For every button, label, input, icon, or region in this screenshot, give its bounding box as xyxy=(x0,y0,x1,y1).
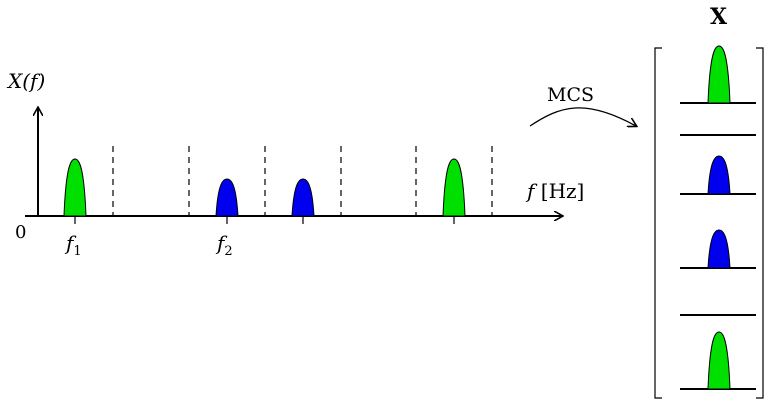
origin-label: 0 xyxy=(15,222,26,243)
matrix-left-bracket xyxy=(654,47,662,399)
mcs-label: MCS xyxy=(547,84,594,106)
tick-label-f2: f2 xyxy=(215,231,233,259)
x-axis-label: f [Hz] xyxy=(525,179,584,203)
mcs-arrow xyxy=(529,107,636,126)
matrix-row-bump-green xyxy=(707,45,731,104)
matrix-row-bump-green xyxy=(707,331,731,390)
matrix-right-bracket xyxy=(756,47,764,399)
tick-marks xyxy=(74,216,455,224)
spectrum-band-green xyxy=(442,158,466,217)
matrix-row-bump-blue xyxy=(707,229,731,269)
spectrum-bumps xyxy=(63,158,466,217)
matrix-row-bump-blue xyxy=(707,155,731,195)
spectrum-band-blue xyxy=(215,178,239,217)
matrix-label: X xyxy=(710,4,728,30)
y-axis-label: X(f) xyxy=(6,69,45,93)
spectrum-band-green xyxy=(63,158,87,217)
tick-label-f1: f1 xyxy=(64,231,82,259)
matrix-rows xyxy=(680,45,756,390)
band-separators xyxy=(112,146,493,216)
spectrum-band-blue xyxy=(291,178,315,217)
